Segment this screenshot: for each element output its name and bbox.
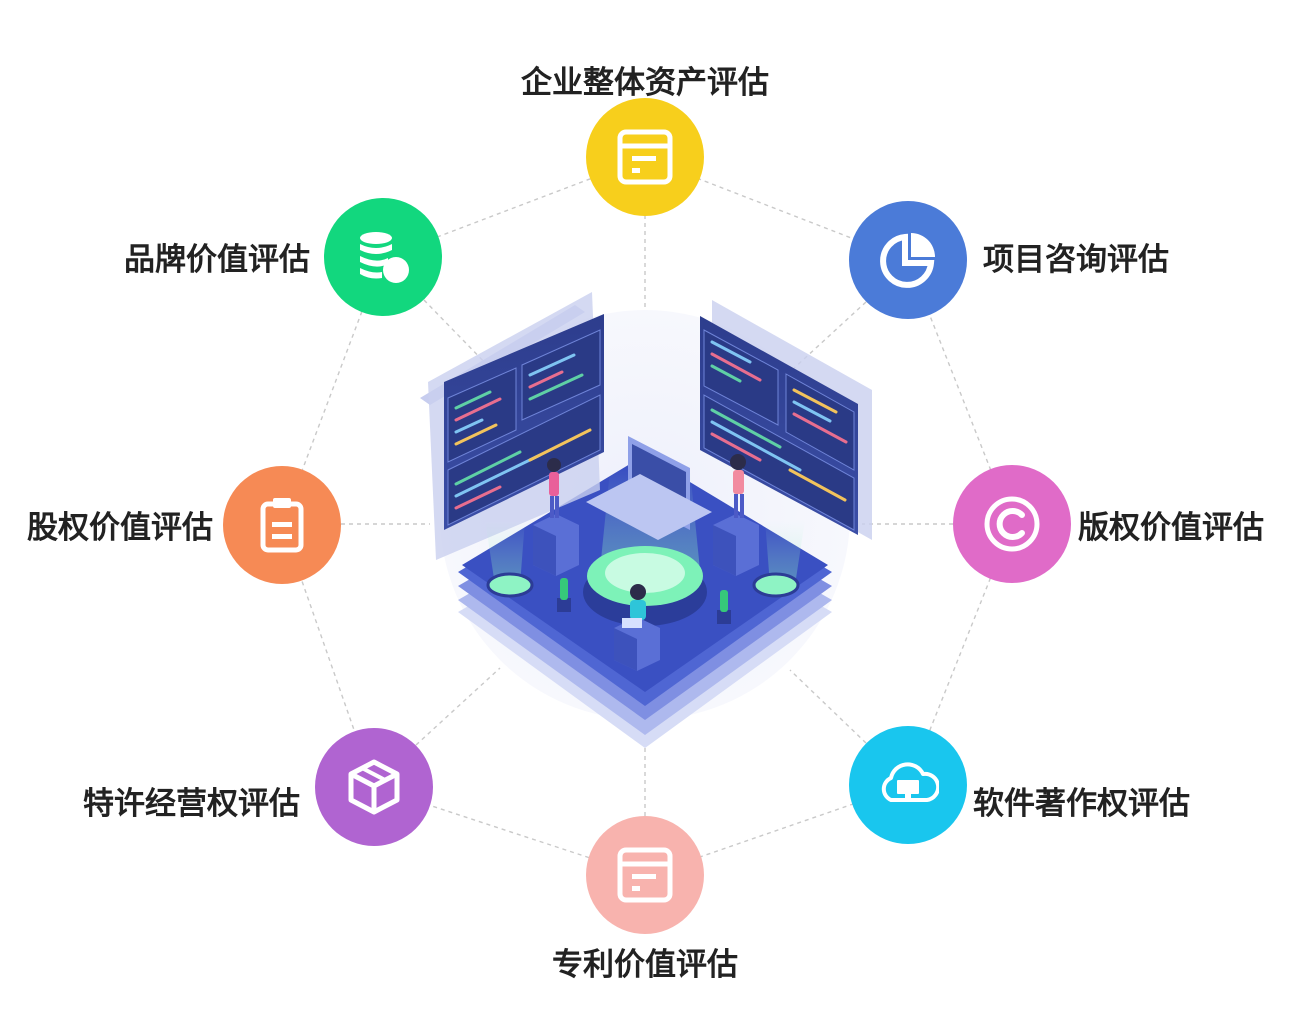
label-enterprise: 企业整体资产评估 (521, 65, 769, 101)
node-enterprise[interactable] (586, 98, 704, 216)
label-brand: 品牌价值评估 (124, 242, 310, 278)
node-copyright[interactable] (953, 465, 1071, 583)
node-project[interactable] (849, 201, 967, 319)
node-software[interactable] (849, 726, 967, 844)
node-brand[interactable] (324, 198, 442, 316)
connector-franchise (415, 667, 501, 746)
node-equity[interactable] (223, 466, 341, 584)
box-icon (348, 759, 400, 815)
coins-icon (360, 232, 409, 283)
label-software: 软件著作权评估 (973, 786, 1190, 822)
label-project: 项目咨询评估 (983, 242, 1169, 278)
pie-chart-icon (880, 233, 935, 288)
outer-ring (281, 157, 1013, 877)
label-franchise: 特许经营权评估 (83, 786, 300, 822)
cloud-monitor-icon (881, 762, 939, 802)
label-copyright: 版权价值评估 (1078, 510, 1264, 546)
label-patent: 专利价值评估 (552, 947, 738, 983)
node-patent[interactable] (586, 816, 704, 934)
connector-software (789, 669, 867, 744)
copyright-icon (984, 496, 1040, 552)
document-icon (617, 847, 673, 903)
document-icon (617, 129, 673, 185)
node-franchise[interactable] (315, 728, 433, 846)
label-equity: 股权价值评估 (27, 510, 213, 546)
clipboard-icon (260, 498, 304, 553)
